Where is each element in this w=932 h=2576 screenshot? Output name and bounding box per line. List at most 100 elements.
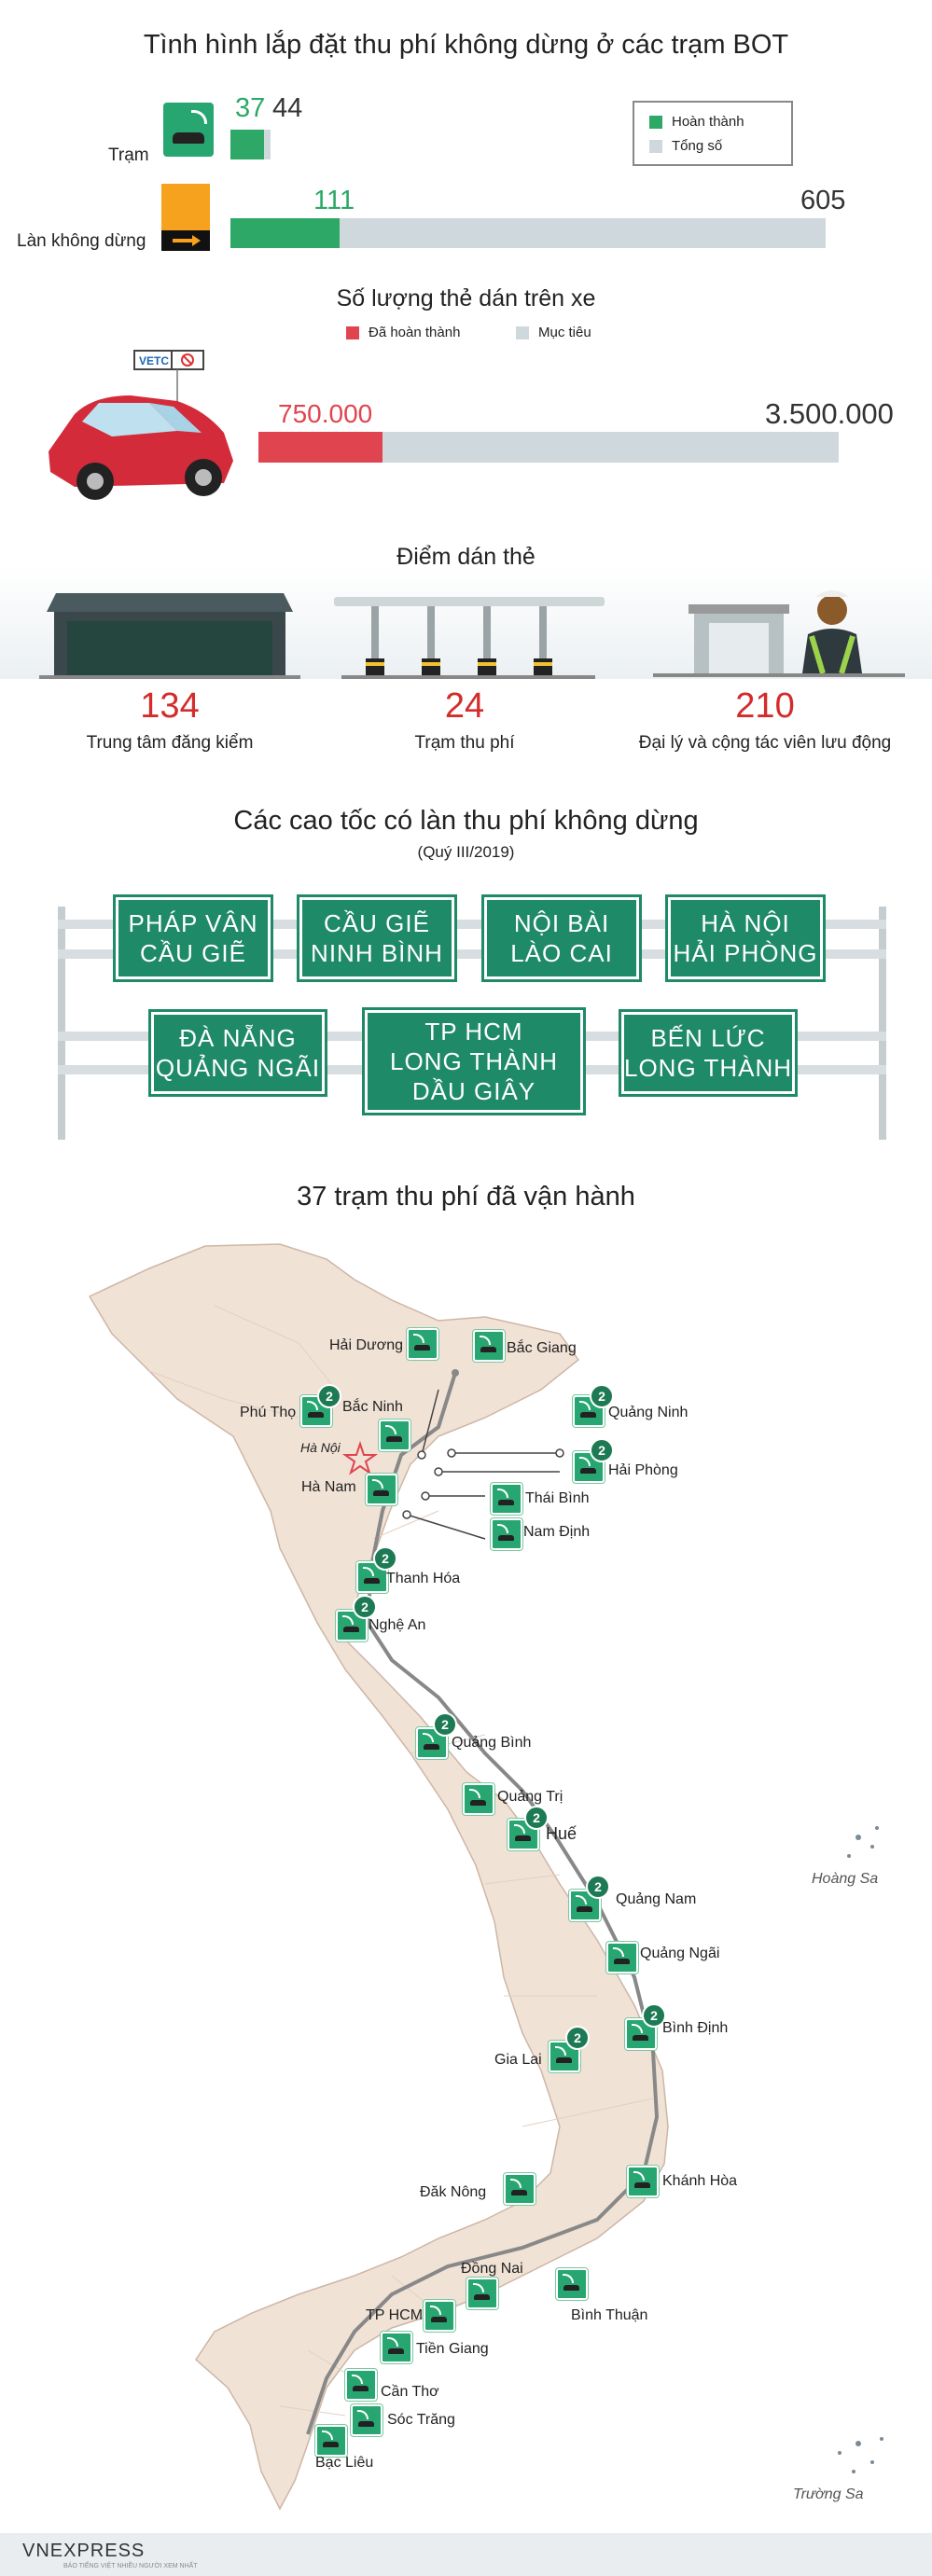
label-ha-nam: Hà Nam <box>301 1479 356 1495</box>
agent-count: 210 <box>735 686 795 726</box>
count-badge-nghe-an: 2 <box>353 1595 377 1619</box>
inspection-count: 134 <box>140 686 200 726</box>
toll-pin-bac-lieu[interactable] <box>315 2425 347 2457</box>
label-quang-tri: Quảng Trị <box>497 1789 563 1805</box>
lane-total-bar <box>230 218 826 248</box>
toll-pin-thai-binh[interactable] <box>491 1483 522 1515</box>
gantry-beam-2 <box>58 949 886 959</box>
label-nam-dinh: Nam Định <box>523 1524 591 1540</box>
gantry-post-left <box>58 907 65 1140</box>
section1-legend: Hoàn thành Tổng số <box>633 101 793 166</box>
tram-done-bar <box>230 130 265 159</box>
label-hai-duong: Hải Dương <box>329 1337 404 1353</box>
label-ha-noi: Hà Nội <box>300 1440 341 1455</box>
tag-target-value: 3.500.000 <box>765 397 894 430</box>
tram-total-bar <box>230 130 271 159</box>
tram-total-value: 44 <box>272 93 303 123</box>
gantry-post-right <box>879 907 886 1140</box>
legend-tag-target: Mục tiêu <box>516 325 591 340</box>
count-badge-thanh-hoa: 2 <box>373 1546 397 1571</box>
section4-subtitle: (Quý III/2019) <box>417 843 515 861</box>
label-thanh-hoa: Thanh Hóa <box>386 1571 461 1586</box>
tag-done-bar <box>258 432 383 463</box>
label-soc-trang: Sóc Trăng <box>387 2412 455 2428</box>
lane-label: Làn không dừng <box>17 231 146 251</box>
lane-sign-icon <box>161 184 210 230</box>
gantry-beam-1 <box>58 920 886 929</box>
footer-brand: VNEXPRESS <box>22 2541 146 2561</box>
toll-pin-ha-nam[interactable] <box>366 1474 397 1505</box>
lane-done-value: 111 <box>313 186 355 215</box>
section3-title: Điểm dán thẻ <box>396 544 536 570</box>
label-dong-nai: Đồng Nai <box>461 2261 523 2277</box>
count-badge-quang-ninh: 2 <box>590 1384 614 1408</box>
label-binh-dinh: Bình Định <box>662 2020 729 2036</box>
toll-pin-tien-giang[interactable] <box>381 2332 412 2363</box>
lane-done-bar <box>230 218 340 248</box>
toll-pin-bac-ninh[interactable] <box>379 1420 410 1451</box>
label-thai-binh: Thái Bình <box>525 1490 590 1506</box>
count-badge-gia-lai: 2 <box>565 2026 590 2050</box>
toll-pin-khanh-hoa[interactable] <box>627 2166 659 2197</box>
toll-pin-nam-dinh[interactable] <box>491 1518 522 1550</box>
toll-pin-soc-trang[interactable] <box>351 2404 383 2436</box>
label-phu-tho: Phú Thọ <box>240 1405 297 1420</box>
agent-kiosk-icon <box>653 590 905 677</box>
inspection-center-icon <box>39 593 300 679</box>
toll-pin-bac-giang[interactable] <box>473 1330 505 1362</box>
toll-pin-binh-thuan[interactable] <box>556 2268 588 2300</box>
section5-title: 37 trạm thu phí đã vận hành <box>297 1182 635 1212</box>
toll-count: 24 <box>444 686 485 726</box>
toll-pin-hai-phong[interactable] <box>573 1451 605 1483</box>
tag-target-bar <box>258 432 839 463</box>
count-badge-binh-dinh: 2 <box>642 2003 666 2028</box>
label-bac-ninh: Bắc Ninh <box>342 1399 403 1415</box>
label-bac-giang: Bắc Giang <box>507 1340 577 1356</box>
count-badge-hai-phong: 2 <box>590 1438 614 1462</box>
count-badge-quang-binh: 2 <box>433 1712 457 1737</box>
legend-total: Tổng số <box>649 138 722 154</box>
tram-done-value: 37 <box>235 93 266 123</box>
toll-pin-hai-duong[interactable] <box>407 1328 438 1360</box>
vetc-tag-text: VETC <box>139 354 169 367</box>
footer-sub: BÁO TIẾNG VIỆT NHIỀU NGƯỜI XEM NHẤT <box>63 2563 198 2569</box>
label-tien-giang: Tiền Giang <box>416 2341 489 2357</box>
toll-pin-dak-nong[interactable] <box>504 2173 536 2205</box>
inspection-label: Trung tâm đăng kiểm <box>86 733 254 753</box>
toll-pin-quang-tri[interactable] <box>463 1783 494 1815</box>
label-dak-nong: Đăk Nông <box>420 2184 487 2200</box>
legend-tag-done: Đã hoàn thành <box>346 325 460 340</box>
label-hue: Huế <box>546 1824 577 1843</box>
tram-label: Trạm <box>108 145 149 165</box>
toll-pin-tp-hcm[interactable] <box>424 2300 455 2332</box>
label-quang-nam: Quảng Nam <box>616 1891 697 1907</box>
label-hai-phong: Hải Phòng <box>608 1462 678 1478</box>
section1-title: Tình hình lắp đặt thu phí không dừng ở c… <box>143 30 789 60</box>
label-quang-binh: Quảng Bình <box>452 1735 532 1751</box>
toll-pin-dong-nai[interactable] <box>466 2278 498 2309</box>
agent-label: Đại lý và cộng tác viên lưu động <box>638 733 892 753</box>
label-tp-hcm: TP HCM <box>366 2307 424 2323</box>
lane-arrow-icon <box>161 230 210 251</box>
toll-pin-can-tho[interactable] <box>345 2369 377 2401</box>
label-quang-ninh: Quảng Ninh <box>608 1405 689 1420</box>
toll-pin-hue[interactable] <box>508 1819 539 1850</box>
label-truong-sa: Trường Sa <box>793 2486 864 2502</box>
car-icon: VETC <box>49 350 233 500</box>
toll-gate-icon <box>334 597 605 679</box>
label-quang-ngai: Quảng Ngãi <box>640 1946 720 1961</box>
label-khanh-hoa: Khánh Hòa <box>662 2173 738 2189</box>
label-bac-lieu: Bạc Liêu <box>315 2455 374 2471</box>
toll-label: Trạm thu phí <box>414 733 515 753</box>
label-gia-lai: Gia Lai <box>494 2052 542 2068</box>
vietnam-map <box>88 1243 883 2511</box>
section4-title: Các cao tốc có làn thu phí không dừng <box>233 806 699 836</box>
toll-pin-quang-ngai[interactable] <box>606 1942 638 1974</box>
